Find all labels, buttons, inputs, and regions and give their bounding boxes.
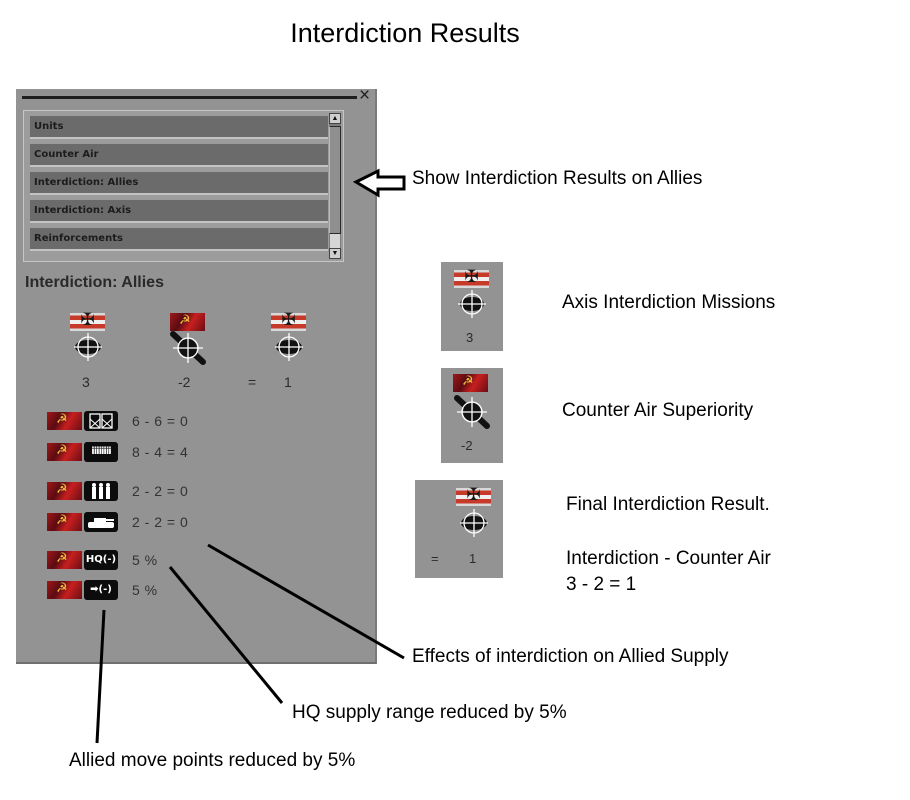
interdiction-target-icon bbox=[460, 509, 488, 537]
axis-flag-icon bbox=[70, 310, 105, 331]
annotation-move-points: Allied move points reduced by 5% bbox=[69, 750, 356, 771]
soviet-flag-icon bbox=[453, 374, 488, 392]
tank-icon bbox=[84, 512, 118, 532]
axis-flag-icon bbox=[454, 267, 489, 288]
counter-air-value: -2 bbox=[461, 438, 473, 453]
move-value-text: 5 % bbox=[132, 582, 158, 598]
soviet-flag-icon bbox=[47, 551, 82, 569]
counter-air-icon bbox=[170, 331, 206, 365]
axis-missions-value: 3 bbox=[466, 330, 474, 345]
rail-icon: iiiiiiii bbox=[84, 442, 118, 462]
list-item-reinforcements[interactable]: Reinforcements bbox=[30, 228, 328, 251]
interdiction-target-icon bbox=[275, 333, 303, 361]
soviet-flag-icon bbox=[170, 313, 205, 331]
annotation-counter-air: Counter Air Superiority bbox=[562, 400, 754, 421]
infantry-value-text: 2 - 2 = 0 bbox=[132, 483, 189, 499]
soviet-flag-icon bbox=[47, 513, 82, 531]
page-title: Interdiction Results bbox=[290, 18, 520, 48]
soviet-flag-icon bbox=[47, 443, 82, 461]
final-result-box: = 1 bbox=[415, 480, 503, 578]
annotation-formula-line2: 3 - 2 = 1 bbox=[566, 574, 637, 595]
scroll-up-icon[interactable]: ▲ bbox=[329, 113, 341, 124]
hollow-arrow-icon bbox=[352, 168, 406, 198]
supply-crates-icon bbox=[84, 411, 118, 431]
axis-flag-icon bbox=[271, 310, 306, 331]
report-list: Units Counter Air Interdiction: Allies I… bbox=[23, 110, 344, 262]
list-item-units[interactable]: Units bbox=[30, 116, 328, 139]
final-result-value: 1 bbox=[469, 551, 477, 566]
list-item-interdiction-axis[interactable]: Interdiction: Axis bbox=[30, 200, 328, 223]
list-item-counter-air[interactable]: Counter Air bbox=[30, 144, 328, 167]
rail-value-text: 8 - 4 = 4 bbox=[132, 444, 189, 460]
annotation-supply-effects: Effects of interdiction on Allied Supply bbox=[412, 646, 729, 667]
annotation-formula-line1: Interdiction - Counter Air bbox=[566, 548, 771, 569]
move-icon: ➡(-) bbox=[84, 580, 118, 600]
interdiction-result-value: 1 bbox=[284, 374, 292, 390]
pointer-line-supply bbox=[207, 543, 405, 660]
tank-value-text: 2 - 2 = 0 bbox=[132, 514, 189, 530]
counter-air-icon bbox=[454, 395, 490, 429]
axis-flag-icon bbox=[456, 485, 491, 506]
soviet-flag-icon bbox=[47, 482, 82, 500]
counter-air-value: -2 bbox=[178, 374, 191, 390]
equals-sign: = bbox=[248, 374, 257, 390]
equals-sign: = bbox=[431, 551, 439, 566]
annotation-axis-missions: Axis Interdiction Missions bbox=[562, 292, 776, 313]
axis-missions-box: 3 bbox=[441, 262, 503, 351]
counter-air-box: -2 bbox=[441, 368, 503, 463]
pointer-line-hq bbox=[168, 566, 284, 704]
soviet-flag-icon bbox=[47, 412, 82, 430]
interdiction-target-icon bbox=[458, 290, 486, 318]
scrollbar-track[interactable] bbox=[330, 234, 340, 248]
interdiction-window: × Units Counter Air Interdiction: Allies… bbox=[16, 85, 377, 664]
annotation-hq-range: HQ supply range reduced by 5% bbox=[292, 702, 567, 723]
infantry-icon bbox=[84, 481, 118, 501]
supply-value-text: 6 - 6 = 0 bbox=[132, 413, 189, 429]
hq-icon: HQ(-) bbox=[84, 550, 118, 570]
annotation-show-results: Show Interdiction Results on Allies bbox=[412, 168, 703, 189]
pointer-line-move bbox=[95, 609, 106, 744]
hq-value-text: 5 % bbox=[132, 552, 158, 568]
axis-missions-value: 3 bbox=[82, 374, 90, 390]
interdiction-target-icon bbox=[74, 333, 102, 361]
title-bar[interactable] bbox=[22, 96, 357, 99]
list-item-interdiction-allies[interactable]: Interdiction: Allies bbox=[30, 172, 328, 195]
close-icon[interactable]: × bbox=[359, 85, 371, 106]
annotation-final-result: Final Interdiction Result. bbox=[566, 494, 770, 515]
scrollbar-thumb[interactable] bbox=[329, 126, 341, 234]
section-heading: Interdiction: Allies bbox=[25, 274, 164, 291]
list-scrollbar[interactable]: ▲ ▼ bbox=[329, 113, 341, 259]
scroll-down-icon[interactable]: ▼ bbox=[329, 248, 341, 259]
soviet-flag-icon bbox=[47, 581, 82, 599]
